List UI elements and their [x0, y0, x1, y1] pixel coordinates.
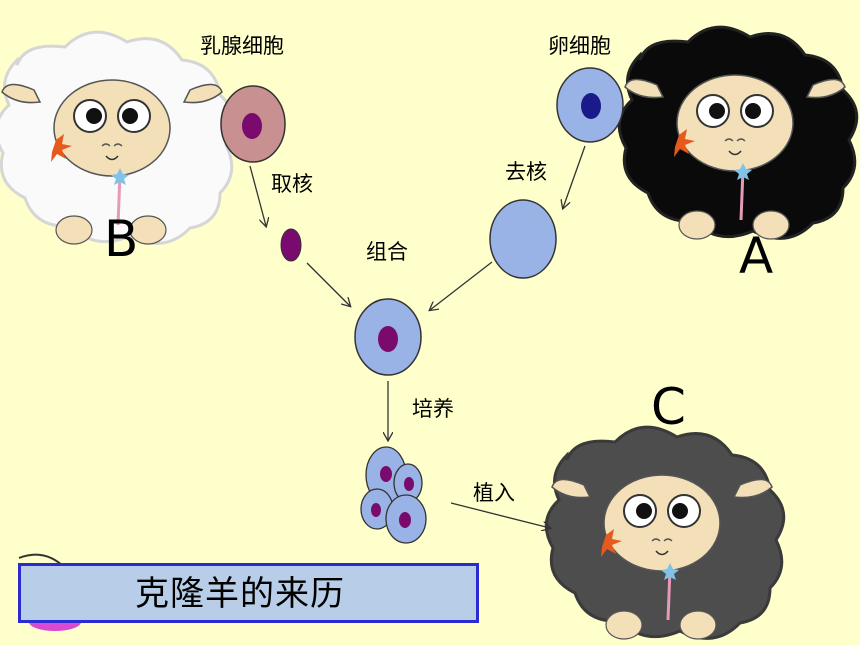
sheep-b-white [0, 30, 236, 246]
label-culture: 培养 [412, 397, 454, 421]
label-mammary-cell: 乳腺细胞 [200, 34, 284, 58]
label-remove-nucleus: 去核 [505, 160, 547, 184]
enucleated-egg [489, 199, 557, 279]
extracted-nucleus [280, 228, 302, 262]
sheep-a-black [617, 25, 859, 241]
label-implant: 植入 [473, 481, 515, 505]
label-egg-cell: 卵细胞 [548, 34, 611, 58]
egg-cell [556, 67, 624, 143]
label-combine: 组合 [366, 240, 408, 264]
combined-cell [354, 298, 422, 376]
label-take-nucleus: 取核 [271, 172, 313, 196]
arrow-implant [450, 502, 550, 528]
arrow-take-nucleus [249, 165, 266, 226]
sheep-c-grey [544, 425, 786, 641]
sheep-label-b: B [104, 210, 139, 268]
embryo-cluster [360, 446, 427, 544]
mammary-cell [220, 85, 286, 163]
sheep-label-a: A [739, 227, 774, 285]
page-title: 克隆羊的来历 [135, 574, 345, 614]
title-bar [18, 563, 479, 623]
sheep-label-c: C [651, 378, 686, 436]
arrow-remove-nucleus [563, 145, 586, 208]
arrow-nucleus-to-combined [306, 262, 350, 306]
arrow-egg-to-combined [430, 261, 493, 310]
